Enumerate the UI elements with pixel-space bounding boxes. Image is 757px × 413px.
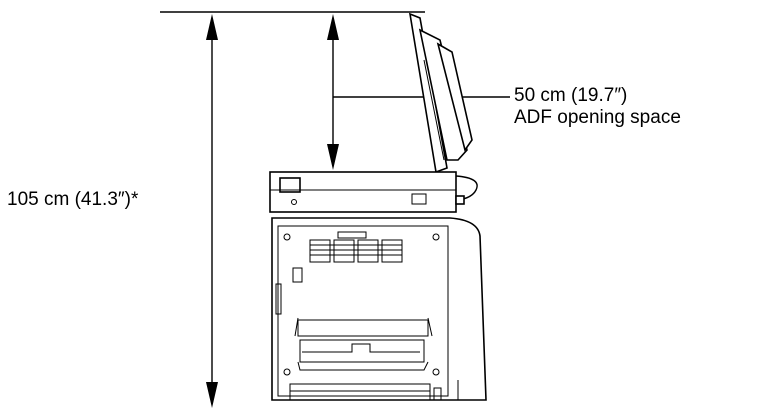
scanner-unit	[269, 171, 478, 213]
adf-opening-arrow	[327, 14, 339, 170]
adf-clearance-label: 50 cm (19.7″) ADF opening space	[514, 85, 681, 129]
printer-body	[271, 217, 487, 401]
total-height-arrow	[206, 14, 218, 408]
vent-grille	[309, 239, 403, 263]
adf-lid	[408, 12, 473, 174]
adf-clearance-value: 50 cm (19.7″)	[514, 85, 628, 106]
adf-clearance-caption: ADF opening space	[514, 106, 681, 128]
total-height-label: 105 cm (41.3″)*	[7, 189, 139, 210]
